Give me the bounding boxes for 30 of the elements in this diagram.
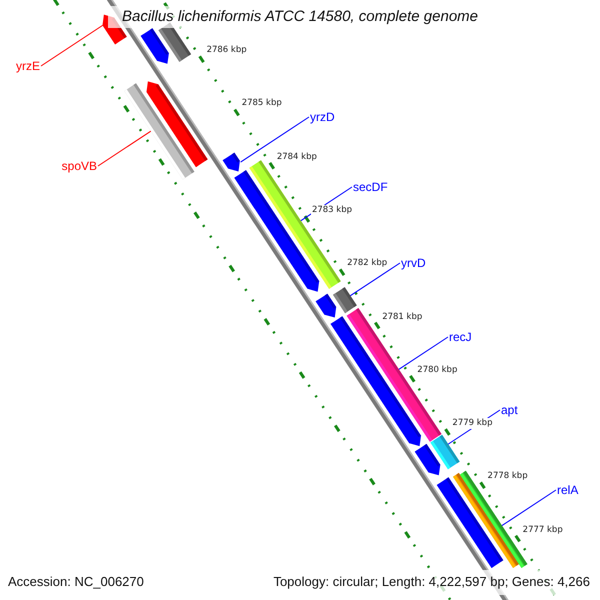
- tick-label: 2785 kbp: [240, 98, 283, 110]
- gene-label: recJ: [449, 330, 472, 344]
- gene-label: yrzE: [16, 59, 40, 73]
- tick-label: 2778 kbp: [486, 471, 529, 482]
- leader-line: [350, 262, 400, 296]
- gene-label: secDF: [353, 180, 388, 194]
- tick-label: 2786 kbp: [206, 45, 248, 56]
- gene-label: spoVB: [62, 159, 97, 173]
- leader-line: [501, 490, 556, 526]
- gene-feature: [146, 81, 208, 168]
- leader-line: [40, 24, 104, 66]
- gene-label: relA: [557, 483, 578, 497]
- gene-label: yrzD: [310, 110, 335, 124]
- gene-feature: [430, 434, 460, 470]
- gene-label: apt: [501, 403, 518, 417]
- tick-label: 2777 kbp: [522, 524, 564, 536]
- tick-label: 2779 kbp: [451, 418, 494, 430]
- leader-line: [398, 336, 448, 370]
- gene-feature: [333, 287, 357, 314]
- tick-label: 2780 kbp: [416, 364, 458, 376]
- leader-line: [240, 116, 310, 163]
- gene-feature: [222, 152, 240, 172]
- tick-label: 2782 kbp: [346, 258, 388, 270]
- genome-stats-text: Topology: circular; Length: 4,222,597 bp; Genes: 4,266: [273, 574, 590, 589]
- gene-feature: [316, 294, 336, 318]
- tick-label: 2781 kbp: [381, 312, 424, 323]
- gene-label: yrvD: [401, 256, 426, 270]
- tick-label: 2784 kbp: [276, 152, 318, 163]
- accession-text: Accession: NC_006270: [8, 574, 144, 589]
- tick-label: 2783 kbp: [310, 204, 353, 216]
